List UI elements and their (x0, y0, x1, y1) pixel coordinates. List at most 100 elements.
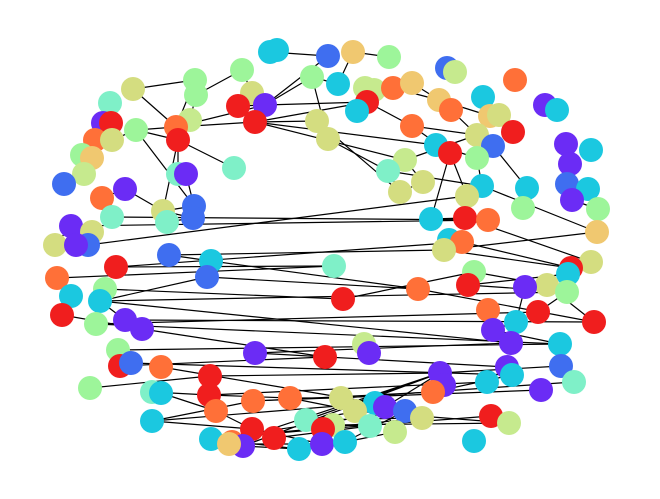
graph-node (548, 332, 572, 356)
graph-node (439, 98, 463, 122)
graph-node (381, 76, 405, 100)
graph-edge (115, 265, 335, 268)
graph-node (166, 128, 190, 152)
graph-node (121, 77, 145, 101)
graph-edge (461, 241, 572, 269)
graph-node (554, 132, 578, 156)
graph-node (226, 94, 250, 118)
graph-node (497, 411, 521, 435)
graph-node (555, 280, 579, 304)
graph-node (383, 420, 407, 444)
graph-node (529, 378, 553, 402)
graph-node (411, 170, 435, 194)
graph-node (331, 287, 355, 311)
graph-node (100, 205, 124, 229)
graph-node (99, 111, 123, 135)
graph-node (140, 409, 164, 433)
graph-edge (141, 328, 326, 358)
graph-node (377, 45, 401, 69)
graph-node (130, 317, 154, 341)
graph-edge (254, 121, 437, 146)
graph-edge (56, 265, 335, 279)
graph-node (406, 277, 430, 301)
graph-node (50, 303, 74, 327)
graph-node (499, 331, 523, 355)
graph-node (562, 370, 586, 394)
graph-node (88, 289, 112, 313)
graph-node (504, 310, 528, 334)
graph-node (455, 184, 479, 208)
graph-node (155, 210, 179, 234)
graph-node (471, 85, 495, 109)
graph-node (45, 266, 69, 290)
graph-edge (151, 400, 254, 422)
graph-node (545, 98, 569, 122)
graph-edge (104, 288, 344, 300)
graph-node (104, 255, 128, 279)
graph-node (400, 114, 424, 138)
graph-node (513, 275, 537, 299)
graph-node (343, 399, 367, 423)
graph-node (476, 298, 500, 322)
graph-node (481, 318, 505, 342)
graph-node (300, 65, 324, 89)
graph-node (287, 437, 311, 461)
graph-node (262, 426, 286, 450)
graph-edge (99, 276, 208, 302)
graph-node (579, 250, 603, 274)
graph-node (432, 238, 456, 262)
graph-node (579, 138, 603, 162)
graph-node (419, 207, 443, 231)
graph-node (582, 310, 606, 334)
graph-node (113, 177, 137, 201)
graph-node (52, 172, 76, 196)
graph-node (316, 127, 340, 151)
graph-edge (135, 129, 195, 207)
graph-edge (206, 276, 419, 290)
graph-node (357, 341, 381, 365)
graph-node (98, 91, 122, 115)
graph-edge (254, 342, 512, 354)
graph-edge (151, 420, 253, 430)
graph-node (487, 103, 511, 127)
graph-node (476, 208, 500, 232)
graph-edge (210, 260, 419, 290)
graph-node (465, 146, 489, 170)
graph-node (59, 284, 83, 308)
graph-node (410, 406, 434, 430)
graph-node (558, 152, 582, 176)
graph-node (181, 206, 205, 230)
graph-node (443, 60, 467, 84)
graph-node (526, 300, 550, 324)
graph-edge (481, 185, 598, 233)
graph-edge (87, 195, 468, 246)
graph-node (313, 345, 337, 369)
graph-node (341, 40, 365, 64)
graph-node (376, 159, 400, 183)
graph-node (243, 341, 267, 365)
graph-node (421, 380, 445, 404)
graph-edge (99, 300, 512, 344)
graph-node (535, 273, 559, 297)
graph-edge (95, 311, 539, 325)
graph-edge (387, 170, 483, 187)
graph-node (199, 427, 223, 451)
graph-node (438, 141, 462, 165)
nodes-layer (43, 38, 610, 461)
graph-node (501, 120, 525, 144)
graph-edge (264, 55, 329, 106)
graph-edge (117, 343, 561, 351)
graph-node (475, 370, 499, 394)
graph-node (345, 99, 369, 123)
graph-node (400, 71, 424, 95)
graph-node (278, 386, 302, 410)
graph-node (78, 376, 102, 400)
graph-node (230, 58, 254, 82)
edges-layer (54, 49, 599, 450)
graph-node (241, 389, 265, 413)
graph-node (149, 355, 173, 379)
graph-node (373, 395, 397, 419)
graph-node (333, 430, 357, 454)
